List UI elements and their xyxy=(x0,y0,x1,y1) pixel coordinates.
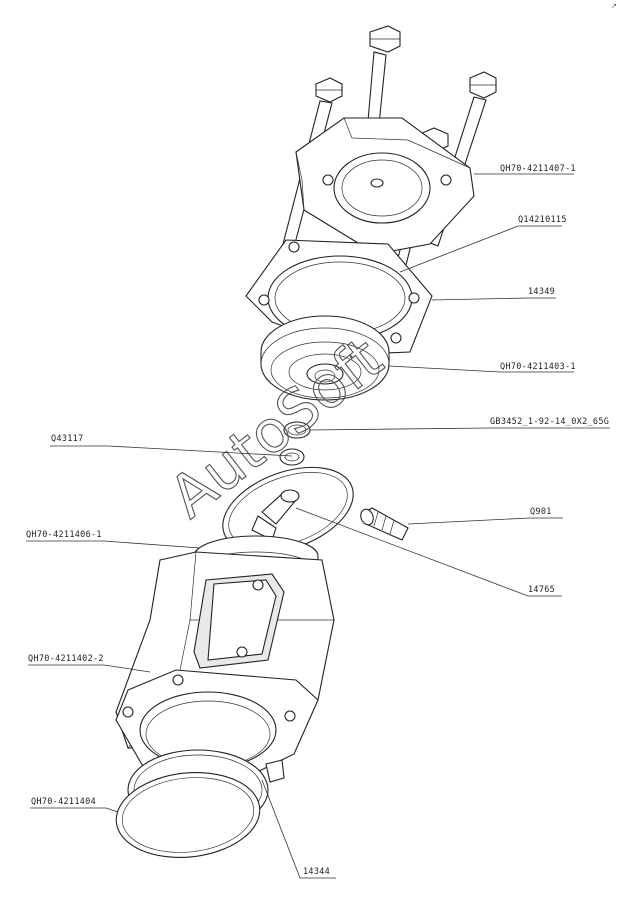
part-label: QH70-4211406-1 xyxy=(26,530,102,540)
part-label: Q43117 xyxy=(51,434,84,444)
part-label: 14344 xyxy=(303,867,330,877)
leader-line xyxy=(407,517,563,525)
piston-disc xyxy=(260,315,390,401)
leader-line xyxy=(309,427,610,431)
part-label: QH70-4211404 xyxy=(31,797,96,807)
part-label: QH70-4211402-2 xyxy=(28,654,104,664)
leader-line xyxy=(30,807,119,813)
part-label: Q901 xyxy=(530,507,552,517)
part-label: 14765 xyxy=(528,585,555,595)
part-label: QH70-4211403-1 xyxy=(500,362,576,372)
leader-line xyxy=(388,365,574,373)
callouts: QH70-4211407-1 Q14210115 14349 QH70-4211… xyxy=(26,164,610,879)
leader-line xyxy=(295,507,562,597)
leader-line xyxy=(50,445,293,457)
top-cover xyxy=(295,117,475,255)
leader-line xyxy=(28,664,151,673)
leader-line xyxy=(261,779,336,879)
main-housing xyxy=(115,551,335,791)
leader-line xyxy=(26,540,201,549)
piston-rod xyxy=(251,489,300,541)
breather-fitting xyxy=(360,507,409,541)
corner-mark: ↗ xyxy=(611,2,617,10)
part-label: 14349 xyxy=(528,287,555,297)
part-label: QH70-4211407-1 xyxy=(500,164,576,174)
leader-line xyxy=(399,225,562,273)
leader-line xyxy=(431,297,556,301)
part-label: GB3452_1-92-14_0X2_65G xyxy=(490,417,609,427)
bottom-ring xyxy=(115,772,261,858)
part-label: Q14210115 xyxy=(518,215,567,225)
retaining-ring xyxy=(279,448,305,466)
